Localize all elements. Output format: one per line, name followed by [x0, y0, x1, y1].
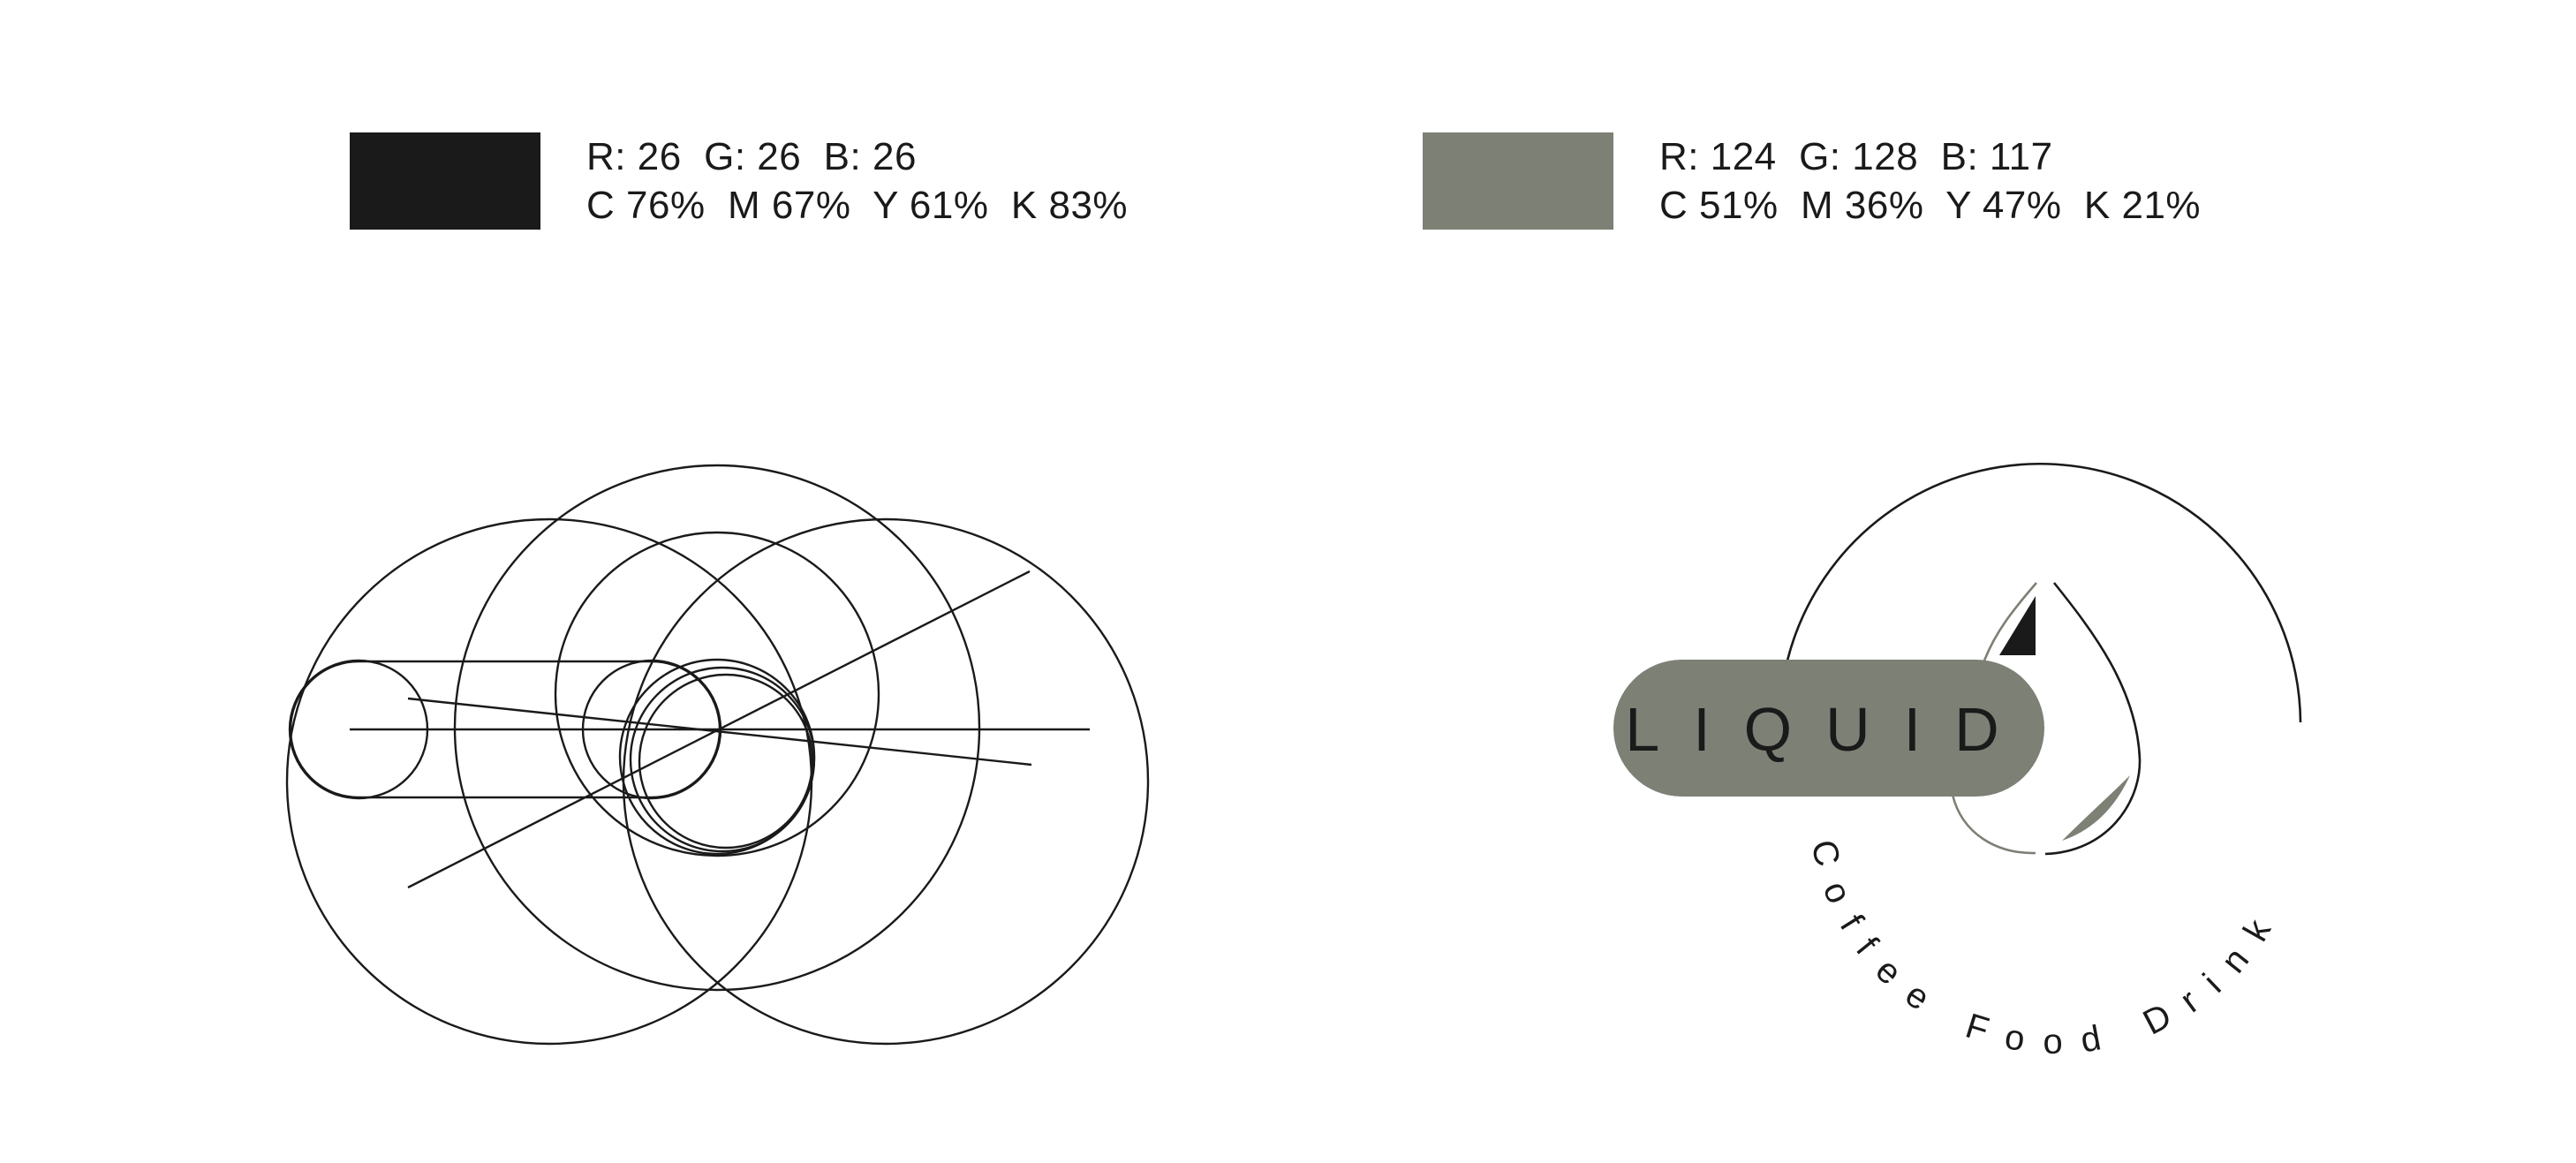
logo-outer-arc	[1786, 463, 2302, 723]
grid-circle-large-right	[622, 517, 1150, 1046]
rgb-values-dark: R: 26 G: 26 B: 26	[586, 135, 917, 178]
wordmark-pill	[1613, 660, 2044, 797]
swatch-chip-grey	[1423, 132, 1613, 230]
grid-circle-mid	[554, 531, 880, 857]
droplet-highlight-grey	[2062, 775, 2130, 841]
liquid-logo: LIQUID Coffee Food Drink	[1613, 463, 2302, 1061]
color-swatch-dark: R: 26 G: 26 B: 26 C 76% M 67% Y 61% K 83…	[350, 132, 1128, 230]
rgb-values-grey: R: 124 G: 128 B: 117	[1659, 135, 2053, 178]
color-swatch-grey: R: 124 G: 128 B: 117 C 51% M 36% Y 47% K…	[1423, 132, 2201, 230]
droplet-outline-right	[2044, 582, 2142, 856]
grid-circle-small-b	[629, 666, 816, 853]
grid-circle-large-left	[285, 517, 813, 1046]
grid-circle-large-center	[453, 464, 981, 992]
cmyk-values-grey: C 51% M 36% Y 47% K 21%	[1659, 184, 2202, 227]
grid-capsule	[289, 660, 721, 799]
wordmark-text: LIQUID	[1625, 695, 2032, 764]
tagline-text: Coffee Food Drink	[1803, 836, 2288, 1061]
droplet-outline-left-lower	[1951, 794, 2036, 855]
swatch-values-dark: R: 26 G: 26 B: 26 C 76% M 67% Y 61% K 83…	[586, 132, 1128, 230]
grid-diagonal-shallow	[407, 697, 1032, 767]
grid-diagonal-long	[407, 570, 1031, 889]
swatch-values-grey: R: 124 G: 128 B: 117 C 51% M 36% Y 47% K…	[1659, 132, 2201, 230]
swatch-chip-dark	[350, 132, 540, 230]
cmyk-values-dark: C 76% M 67% Y 61% K 83%	[586, 184, 1129, 227]
grid-circle-small-c	[638, 673, 814, 850]
droplet-outline-left-upper	[1983, 582, 2037, 661]
tagline-path-text: Coffee Food Drink	[1803, 836, 2268, 1061]
droplet-highlight-dark	[1999, 596, 2036, 655]
